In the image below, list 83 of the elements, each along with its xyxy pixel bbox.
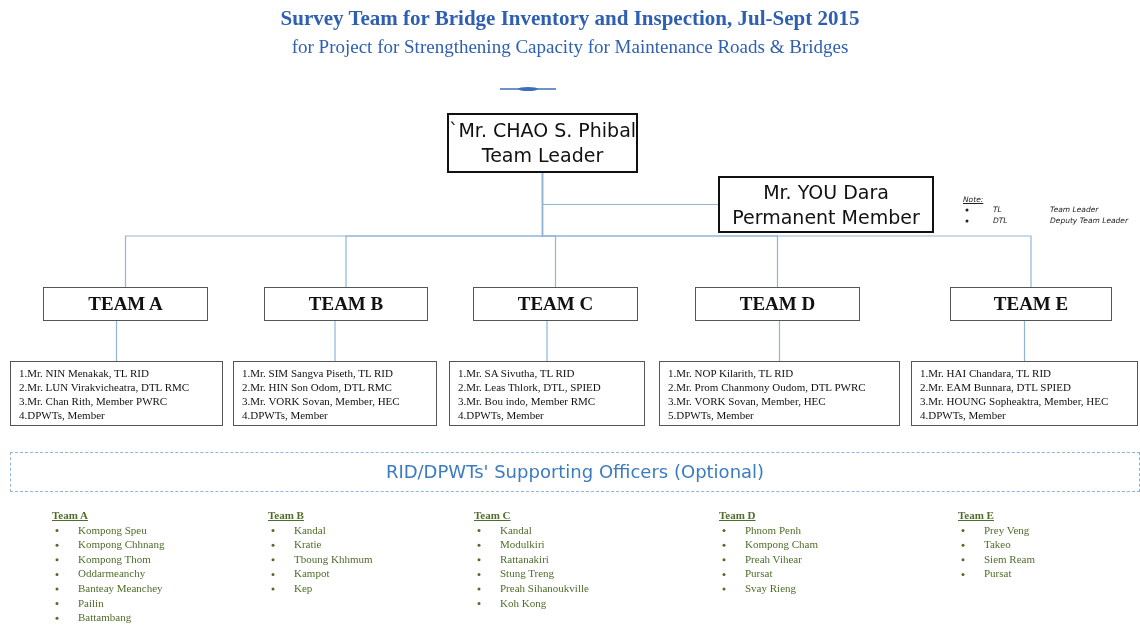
person-box	[718, 176, 934, 233]
province-name: Kep	[294, 582, 313, 594]
province-name: Kandal	[294, 523, 326, 536]
connector-line	[115, 320, 118, 362]
member-list-box	[233, 361, 437, 426]
province-name: Siem Ream	[984, 552, 1036, 565]
province-name: Stung Treng	[500, 567, 555, 580]
province-name: Kampot	[294, 567, 330, 580]
province-name: Rattanakiri	[500, 552, 549, 565]
person-text: Mr. YOU Dara	[763, 179, 889, 205]
province-name: Pursat	[745, 567, 773, 580]
province-name: Preah Vihear	[745, 552, 802, 565]
province-name: Banteay Meanchey	[78, 582, 163, 594]
team-box	[473, 287, 638, 321]
member-list-box	[10, 361, 223, 426]
province-name: Kompong Chhnang	[78, 538, 165, 551]
person-text: `Mr. CHAO S. Phibal	[448, 118, 637, 143]
province-name: Kompong Cham	[745, 538, 819, 551]
member-list-box	[659, 361, 900, 426]
province-name: Oddarmeanchy	[78, 567, 146, 580]
province-name: Battambang	[78, 611, 132, 624]
team-box	[264, 287, 428, 321]
team-heading: Team E	[958, 509, 994, 521]
member-line: 3.Mr. VORK Sovan, Member, HEC	[668, 393, 826, 408]
member-line: 2.Mr. Prom Chanmony Oudom, DTL PWRC	[668, 379, 866, 394]
team-name: TEAM D	[739, 291, 816, 316]
connector-line	[334, 320, 336, 362]
province-name: Kompong Thom	[78, 552, 151, 565]
province-name: Kratie	[294, 538, 322, 551]
province-name: Kompong Speu	[78, 523, 147, 536]
member-line: 3.Mr. HOUNG Sopheaktra, Member, HEC	[920, 393, 1109, 408]
member-line: 4.DPWTs, Member	[458, 407, 544, 422]
team-box	[43, 287, 208, 321]
member-list-box	[911, 361, 1138, 426]
person-text: Team Leader	[481, 143, 604, 168]
team-box	[950, 287, 1112, 321]
member-line: 4.DPWTs, Member	[19, 407, 105, 422]
team-name: TEAM A	[88, 291, 163, 316]
person-text: Permanent Member	[732, 204, 920, 230]
member-line: 5.DPWTs, Member	[668, 407, 754, 422]
member-line: 4.DPWTs, Member	[242, 407, 328, 422]
team-name: TEAM E	[993, 291, 1069, 316]
connector-line	[778, 320, 781, 362]
province-name: Pursat	[984, 567, 1012, 580]
member-line: 1.Mr. HAI Chandara, TL RID	[920, 365, 1052, 380]
band-heading: RID/DPWTs' Supporting Officers (Optional)	[385, 460, 765, 484]
province-name: Pailin	[78, 596, 104, 609]
member-line: 3.Mr. Bou indo, Member RMC	[458, 393, 596, 408]
team-heading: Team D	[719, 509, 756, 521]
team-heading: Team B	[268, 509, 304, 521]
province-name: Koh Kong	[500, 596, 547, 609]
diagram-title: Survey Team for Bridge Inventory and Inspection, Jul-Sept 2015	[279, 6, 861, 31]
member-line: 3.Mr. Chan Rith, Member PWRC	[19, 393, 168, 408]
team-name: TEAM B	[308, 291, 384, 316]
member-line: 1.Mr. NIN Menakak, TL RID	[19, 365, 149, 380]
person-box	[447, 113, 638, 173]
province-name: Modulkiri	[500, 538, 545, 551]
member-line: 3.Mr. VORK Sovan, Member, HEC	[242, 393, 400, 408]
member-line: 4.DPWTs, Member	[920, 407, 1006, 422]
team-heading: Team C	[474, 509, 511, 521]
connector-line	[541, 172, 1032, 288]
team-heading: Team A	[52, 509, 88, 521]
member-line: 2.Mr. EAM Bunnara, DTL SPIED	[920, 379, 1071, 394]
connector-line	[546, 320, 548, 362]
member-line: 1.Mr. SIM Sangva Piseth, TL RID	[242, 365, 393, 380]
member-line: 2.Mr. HIN Son Odom, DTL RMC	[242, 379, 392, 394]
member-line: 1.Mr. NOP Kilarith, TL RID	[668, 365, 794, 380]
member-line: 1.Mr. SA Sivutha, TL RID	[458, 365, 575, 380]
team-name: TEAM C	[517, 291, 594, 316]
subtitle: for Project for Strengthening Capacity for Maintenance Roads & Bridges	[290, 36, 850, 58]
province-name: Takeo	[984, 538, 1011, 551]
member-line: 2.Mr. Leas Thlork, DTL, SPIED	[458, 379, 601, 394]
province-name: Phnom Penh	[745, 523, 801, 536]
province-name: Kandal	[500, 523, 532, 536]
province-name: Preah Sihanoukville	[500, 582, 589, 594]
section-band	[10, 452, 1140, 492]
connector-line	[1023, 320, 1026, 362]
member-list-box	[449, 361, 645, 426]
province-name: Prey Veng	[984, 523, 1030, 536]
province-name: Svay Rieng	[745, 582, 797, 594]
member-line: 2.Mr. LUN Virakvicheatra, DTL RMC	[19, 379, 190, 394]
province-name: Tboung Khhmum	[294, 552, 373, 565]
team-box	[695, 287, 860, 321]
